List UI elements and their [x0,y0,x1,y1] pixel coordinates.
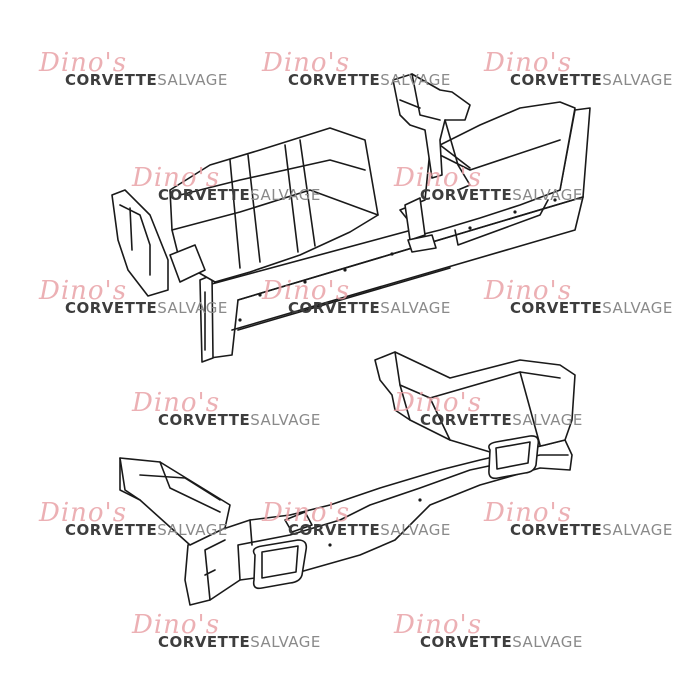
bolt-holes [238,198,557,547]
lower-frame-assembly [119,351,576,606]
upper-frame-assembly [111,73,591,363]
